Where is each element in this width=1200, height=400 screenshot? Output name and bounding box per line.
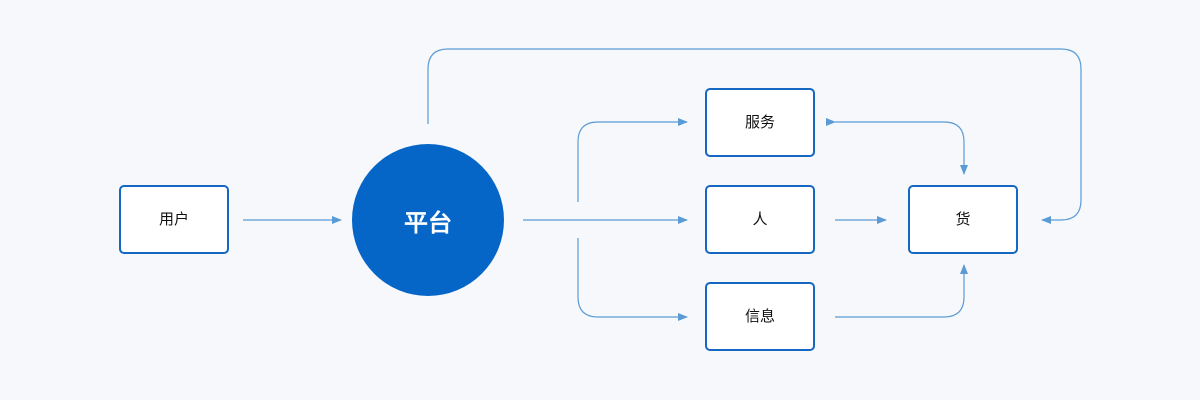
node-people: 人 xyxy=(705,185,815,254)
edge-info-goods xyxy=(835,264,968,318)
node-info: 信息 xyxy=(705,282,815,351)
node-people-label: 人 xyxy=(752,210,768,228)
node-service: 服务 xyxy=(705,88,815,157)
node-platform: 平台 xyxy=(352,144,504,296)
node-user: 用户 xyxy=(119,185,229,254)
node-info-label: 信息 xyxy=(744,307,775,325)
node-goods: 货 xyxy=(908,185,1018,254)
node-user-label: 用户 xyxy=(158,210,189,228)
edge-platform-service xyxy=(577,118,688,202)
node-service-label: 服务 xyxy=(744,113,775,131)
edge-service-goods xyxy=(826,118,968,175)
node-goods-label: 货 xyxy=(955,210,971,228)
edge-platform-info xyxy=(577,238,688,321)
edge-platform-goods xyxy=(427,48,1082,224)
node-platform-label: 平台 xyxy=(404,208,452,237)
